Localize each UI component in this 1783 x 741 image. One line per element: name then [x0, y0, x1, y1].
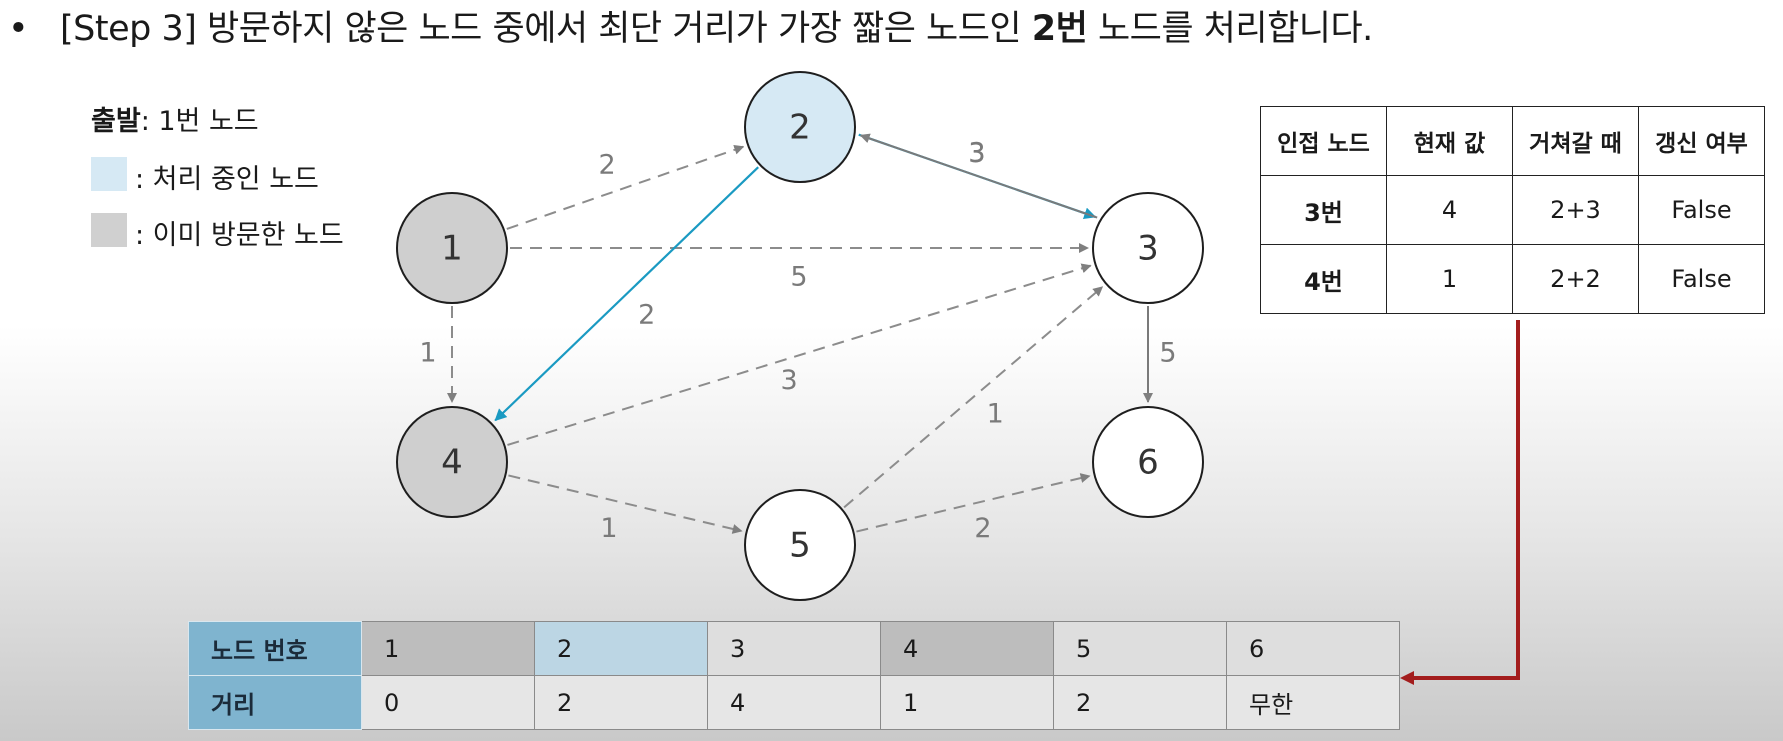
- legend-processing-label: : 처리 중인 노드: [135, 164, 319, 195]
- edge-weight-1-2: 2: [598, 149, 615, 180]
- distance-cell: 2: [1053, 675, 1227, 730]
- legend-start: 출발: 1번 노드: [91, 99, 259, 138]
- node-label: 6: [1137, 443, 1159, 483]
- node-4: 4: [396, 406, 508, 518]
- heading-text-after: 노드를 처리합니다.: [1087, 9, 1373, 49]
- legend-visited-swatch: [91, 213, 127, 247]
- node-label: 5: [789, 526, 811, 566]
- node-label: 2: [789, 108, 811, 148]
- graph-nodes: 1 2 3 4 5 6: [396, 71, 1204, 601]
- bullet: •: [8, 9, 29, 49]
- neighbor-header-via: 거쳐갈 때: [1512, 106, 1639, 176]
- heading-bold-node: 2번: [1031, 9, 1088, 49]
- node-circle: [1092, 406, 1204, 518]
- neighbor-node: 4번: [1260, 244, 1387, 314]
- edge-weight-3-2: 3: [968, 138, 985, 169]
- node-number-cell: 5: [1053, 621, 1227, 676]
- node-label: 3: [1137, 229, 1159, 269]
- neighbor-updated: False: [1638, 175, 1765, 245]
- node-number-label: 노드 번호: [188, 621, 362, 676]
- node-number-cell: 3: [707, 621, 881, 676]
- edge-3-2: [859, 133, 1098, 219]
- legend-start-value: : 1번 노드: [140, 106, 259, 137]
- neighbor-updated: False: [1638, 244, 1765, 314]
- table-row: 3번 4 2+3 False: [1260, 175, 1765, 245]
- distance-cell: 4: [707, 675, 881, 730]
- distance-cell: 1: [880, 675, 1054, 730]
- node-number-cell: 6: [1226, 621, 1400, 676]
- node-circle: [396, 192, 508, 304]
- neighbor-via-value: 2+3: [1512, 175, 1639, 245]
- edge-weight-2-3: 3: [968, 137, 985, 168]
- neighbor-table-header: 인접 노드 현재 값 거쳐갈 때 갱신 여부: [1260, 106, 1765, 176]
- table-row: 4번 1 2+2 False: [1260, 244, 1765, 314]
- distance-table-node-row: 노드 번호 1 2 3 4 5 6: [188, 621, 1400, 676]
- node-circle: [396, 406, 508, 518]
- neighbor-via-value: 2+2: [1512, 244, 1639, 314]
- edge-weight-4-5: 1: [600, 513, 617, 544]
- distance-cell: 0: [361, 675, 535, 730]
- neighbor-node: 3번: [1260, 175, 1387, 245]
- neighbor-header-updated: 갱신 여부: [1638, 106, 1765, 176]
- legend-start-label: 출발: [91, 106, 141, 137]
- edge-weight-1-3: 5: [790, 262, 807, 293]
- edge-1-2: [506, 144, 745, 230]
- distance-table-distance-row: 거리 0 2 4 1 2 무한: [188, 675, 1400, 730]
- node-5: 5: [744, 489, 856, 601]
- edge-weight-5-3: 1: [987, 399, 1004, 430]
- graph-edges: 2 5 1 3 3 2 3 1 1 2 5: [419, 133, 1177, 544]
- connector-arrow: [1428, 320, 1520, 680]
- node-1: 1: [396, 192, 508, 304]
- edge-4-3: [507, 263, 1092, 446]
- heading-text-before: 방문하지 않은 노드 중에서 최단 거리가 가장 짧은 노드인: [196, 9, 1032, 49]
- step-label: [Step 3]: [60, 9, 197, 49]
- node-label: 1: [441, 229, 463, 269]
- neighbor-current-value: 4: [1386, 175, 1513, 245]
- node-circle: [744, 489, 856, 601]
- node-label: 4: [441, 443, 463, 483]
- node-number-cell: 1: [361, 621, 535, 676]
- distance-cell: 2: [534, 675, 708, 730]
- node-circle: [1092, 192, 1204, 304]
- edge-weight-3-6: 5: [1159, 338, 1176, 369]
- neighbor-header-current: 현재 값: [1386, 106, 1513, 176]
- distance-label: 거리: [188, 675, 362, 730]
- node-2: 2: [744, 71, 856, 183]
- node-3: 3: [1092, 192, 1204, 304]
- neighbor-table: 인접 노드 현재 값 거쳐갈 때 갱신 여부 3번 4 2+3 False 4번…: [1260, 106, 1765, 314]
- neighbor-header-adjacent: 인접 노드: [1260, 106, 1387, 176]
- edge-5-6: [856, 473, 1091, 533]
- edge-weight-4-3: 3: [780, 365, 797, 396]
- distance-table: 노드 번호 1 2 3 4 5 6 거리 0 2 4 1 2 무한: [188, 621, 1400, 730]
- edge-4-5: [508, 474, 743, 534]
- legend-visited-label: : 이미 방문한 노드: [135, 220, 344, 251]
- step-heading: • [Step 3] 방문하지 않은 노드 중에서 최단 거리가 가장 짧은 노드…: [8, 6, 1778, 52]
- distance-cell: 무한: [1226, 675, 1400, 730]
- edge-weight-5-6: 2: [974, 513, 991, 544]
- neighbor-current-value: 1: [1386, 244, 1513, 314]
- edge-2-4: [494, 166, 759, 422]
- edge-weight-1-4: 1: [419, 338, 436, 369]
- node-number-cell: 2: [534, 621, 708, 676]
- node-number-cell: 4: [880, 621, 1054, 676]
- edge-5-3: [843, 286, 1104, 509]
- legend-processing-swatch: [91, 157, 127, 191]
- edge-weight-2-4: 2: [638, 299, 655, 330]
- node-6: 6: [1092, 406, 1204, 518]
- node-circle: [744, 71, 856, 183]
